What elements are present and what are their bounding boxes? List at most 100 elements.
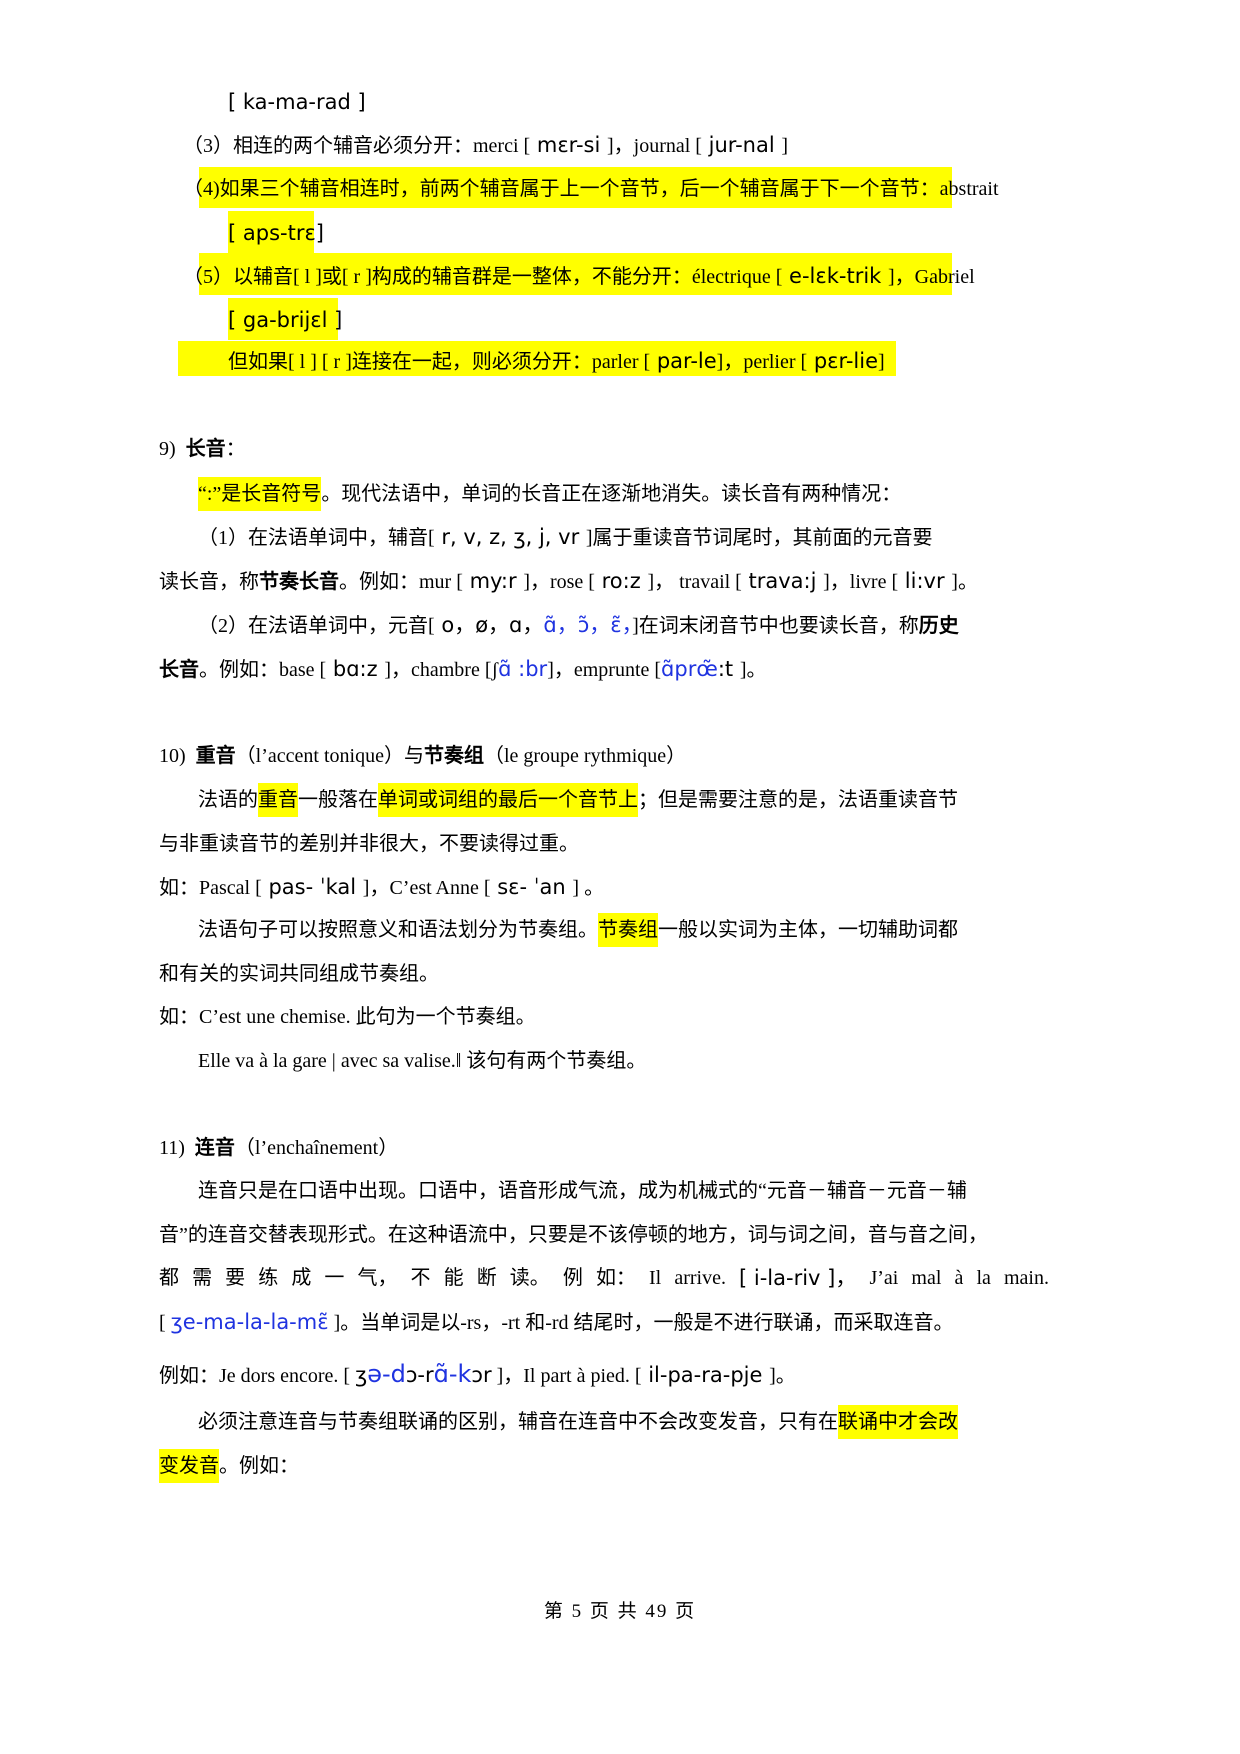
rule-5-paren: （ bbox=[183, 266, 203, 288]
highlight-rule-5 bbox=[199, 253, 952, 295]
word: 不 bbox=[410, 1267, 431, 1289]
rule-3: （3）相连的两个辅音必须分开：merci [ mɛr-si ]，journal … bbox=[183, 131, 788, 160]
exception-mid: ]，perlier [ bbox=[716, 351, 808, 373]
word: 要 bbox=[225, 1267, 246, 1289]
case-1-text: 读长音，称 bbox=[159, 571, 259, 593]
section-10-p2-line-2: 和有关的实词共同组成节奏组。 bbox=[159, 960, 439, 988]
highlight-long-vowel-symbol: “:”是长音符号 bbox=[198, 477, 322, 511]
example-je-dors-label: 例如：Je dors encore. [ bbox=[159, 1365, 356, 1387]
section-10-example-3: Elle va à la gare | avec sa valise.‖ 该句有… bbox=[198, 1047, 646, 1075]
example-travail-label: ]， travail [ bbox=[647, 571, 742, 593]
title-rhythm-group: 节奏组 bbox=[423, 745, 484, 767]
ipa-electrique: e-lɛk-trik bbox=[782, 264, 888, 288]
section-11-p1-line-2: 音”的连音交替表现形式。在这种语流中，只要是不该停顿的地方，词与词之间，音与音之… bbox=[159, 1221, 988, 1249]
case-2-line-2: 长音。例如：base [ bɑ:z ]，chambre [ʃɑ̃ :br]，em… bbox=[159, 655, 766, 684]
rule-5-suffix: ]，Gabriel bbox=[888, 266, 975, 288]
ipa-kamarad: [ ka-ma-rad ] bbox=[228, 90, 366, 114]
case-2-line-1: （2）在法语单词中，元音[ o，ø，ɑ，ɑ̃，ɔ̃，ɛ̃，]在词末闭音节中也要读… bbox=[198, 611, 959, 640]
highlight-rule-5-exception bbox=[178, 341, 896, 376]
term-rhythmic-long: 节奏长音 bbox=[259, 571, 339, 593]
section-number: 10) bbox=[159, 745, 186, 767]
ipa-part: ə-d bbox=[367, 1360, 406, 1388]
rule-3-text: （3）相连的两个辅音必须分开：merci [ bbox=[183, 135, 531, 157]
word: 能 bbox=[443, 1267, 464, 1289]
p1-line-2-text: 与非重读音节的差别并非很大，不要读得过重。 bbox=[159, 833, 579, 855]
p2-text-a: 法语句子可以按照意义和语法划分为节奏组。 bbox=[198, 919, 598, 941]
ipa-il-part: il-pa-ra-pje bbox=[641, 1363, 770, 1387]
section-number: 9) bbox=[159, 438, 176, 460]
word: 例 bbox=[562, 1267, 583, 1289]
ipa-abstrait-line: [ aps-trɛ] bbox=[228, 219, 324, 248]
intro-text: 。现代法语中，单词的长音正在逐渐地消失。读长音有两种情况： bbox=[321, 483, 902, 505]
example-chemise: 如：C’est une chemise. 此句为一个节奏组。 bbox=[159, 1006, 536, 1028]
p2-text-b: 。例如： bbox=[219, 1455, 299, 1477]
p2-text-a: 必须注意连音与节奏组联诵的区别，辅音在连音中不会改变发音，只有在 bbox=[198, 1411, 838, 1433]
highlight-liaison-change: 联诵中才会改 bbox=[838, 1405, 958, 1439]
title-stress-fr: （l’accent tonique）与 bbox=[235, 745, 424, 767]
ipa-livre: li:vr bbox=[898, 569, 952, 593]
ipa-anne: sɛ- ˈan bbox=[490, 875, 573, 899]
section-11-p2-line-2: 变发音。例如： bbox=[159, 1449, 299, 1483]
highlight-pronunciation: 变发音 bbox=[159, 1449, 219, 1483]
word: mal bbox=[911, 1267, 942, 1289]
term-historical: 历史 bbox=[918, 615, 959, 637]
section-11-example: 例如：Je dors encore. [ ʒə-dɔ-rɑ̃-kɔr ]，Il … bbox=[159, 1360, 796, 1390]
word: 都 bbox=[159, 1267, 179, 1289]
rule-3-mid: ]，journal [ bbox=[607, 135, 702, 157]
word: 需 bbox=[192, 1267, 213, 1289]
syllable-example-kamarad: [ ka-ma-rad ] bbox=[228, 88, 366, 117]
section-number: 11) bbox=[159, 1137, 185, 1159]
example-mur-label: 。例如：mur [ bbox=[339, 571, 463, 593]
section-colon: ： bbox=[225, 438, 246, 460]
example-livre-label: ]，livre [ bbox=[823, 571, 899, 593]
rule-3-suffix: ] bbox=[781, 135, 789, 157]
ipa-part: ʒ bbox=[355, 1363, 368, 1387]
example-anne-label: ]，C’est Anne [ bbox=[362, 877, 491, 899]
example-rose-label: ]，rose [ bbox=[523, 571, 595, 593]
section-11-p2-line-1: 必须注意连音与节奏组联诵的区别，辅音在连音中不会改变发音，只有在联诵中才会改 bbox=[198, 1405, 958, 1439]
section-10-heading: 10) 重音（l’accent tonique）与节奏组（le groupe r… bbox=[159, 742, 686, 770]
case-2-prefix: （2）在法语单词中，元音[ bbox=[198, 615, 435, 637]
ipa-travail: trava:j bbox=[741, 569, 824, 593]
title-stress: 重音 bbox=[195, 745, 236, 767]
case-1-suffix: ]属于重读音节词尾时，其前面的元音要 bbox=[585, 527, 933, 549]
case-2-suffix: ]在词末闭音节中也要读长音，称 bbox=[632, 615, 919, 637]
ipa-parler: par-le bbox=[650, 349, 717, 373]
example-il-part-label: ]，Il part à pied. [ bbox=[491, 1365, 642, 1387]
section-10-example-2: 如：C’est une chemise. 此句为一个节奏组。 bbox=[159, 1003, 536, 1031]
word: 练 bbox=[258, 1267, 279, 1289]
ipa-jai-mal-a-la-main: ʒe-ma-la-la-mɛ̃ bbox=[170, 1310, 329, 1334]
highlight-abstrait-ipa bbox=[228, 211, 314, 253]
section-11-p1-line-1: 连音只是在口语中出现。口语中，语音形成气流，成为机械式的“元音－辅音－元音－辅 bbox=[198, 1177, 967, 1205]
ipa-part: ɔ-r bbox=[405, 1363, 434, 1387]
ipa-base: bɑ:z bbox=[326, 657, 385, 681]
bracket-open: [ bbox=[159, 1312, 171, 1334]
title-enchainement: 连音 bbox=[194, 1137, 235, 1159]
highlight-rule-4 bbox=[199, 167, 952, 208]
rule-4-paren: （ bbox=[183, 178, 203, 200]
word: 成 bbox=[291, 1267, 312, 1289]
rule-4: （4)如果三个辅音相连时，前两个辅音属于上一个音节，后一个辅音属于下一个音节：a… bbox=[183, 175, 999, 203]
example-end: ]。 bbox=[951, 571, 978, 593]
highlight-stress: 重音 bbox=[258, 783, 298, 817]
example-chambre-label: ]，chambre [ʃ bbox=[384, 659, 499, 681]
word: 气， bbox=[357, 1267, 398, 1289]
p1-text-b: 一般落在 bbox=[298, 789, 378, 811]
ipa-vowels: o，ø，ɑ， bbox=[434, 613, 544, 637]
section-10-example-1: 如：Pascal [ pas- ˈkal ]，C’est Anne [ sɛ- … bbox=[159, 873, 604, 902]
ipa-abstrait: [ aps-trɛ] bbox=[228, 221, 324, 245]
p2-line-2-text: 和有关的实词共同组成节奏组。 bbox=[159, 963, 439, 985]
ipa-pascal: pas- ˈkal bbox=[261, 875, 363, 899]
exception-text: 但如果[ l ] [ r ]连接在一起，则必须分开：parler [ bbox=[228, 351, 651, 373]
word: 一 bbox=[324, 1267, 345, 1289]
highlight-gabriel-ipa bbox=[228, 298, 338, 340]
rule-5-text: 5）以辅音[ l ]或[ r ]构成的辅音群是一整体，不能分开：électriq… bbox=[203, 266, 783, 288]
ipa-emprunte-tail: :t bbox=[717, 657, 740, 681]
ipa-merci: mɛr-si bbox=[530, 133, 607, 157]
example-emprunte-label: ]，emprunte [ bbox=[547, 659, 662, 681]
section-11-p1-line-3: 都 需 要 练 成 一 气， 不 能 断 读。 例 如： Il arrive. … bbox=[159, 1264, 1049, 1292]
title-rhythm-group-fr: （le groupe rythmique） bbox=[483, 745, 687, 767]
section-10-p2-line-1: 法语句子可以按照意义和语法划分为节奏组。节奏组一般以实词为主体，一切辅助词都 bbox=[198, 913, 958, 947]
section-title: 长音 bbox=[185, 438, 226, 460]
section-9-heading: 9) 长音： bbox=[159, 435, 246, 463]
